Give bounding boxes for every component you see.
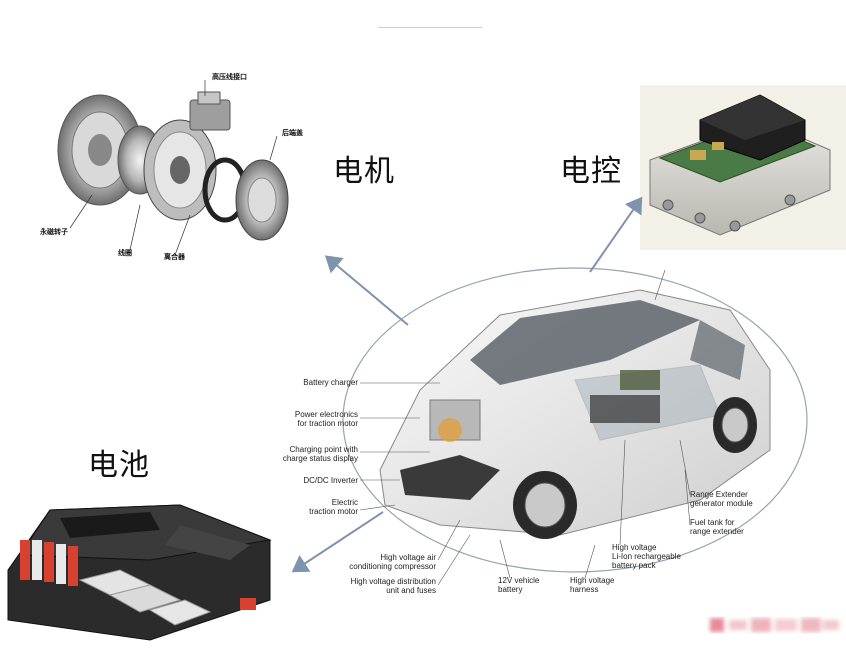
blurred-watermark [710,618,839,632]
callout-fuel-tank: Fuel tank for range extender [690,518,744,536]
callout-hv-distribution: High voltage distribution unit and fuses [350,577,436,595]
motor-part-hv-connector: 高压线接口 [212,73,247,81]
motor-exploded-image [57,80,289,256]
callout-12v-battery: 12V vehicle battery [498,576,540,594]
arrow-to-controller [589,196,643,273]
arrow-to-motor [324,255,409,326]
callout-range-extender: Range Extender generator module [690,490,753,508]
callout-battery-pack: High voltage Li-Ion rechargeable battery… [612,543,681,570]
controller-box-image [640,85,846,250]
callout-ac-compressor: High voltage air conditioning compressor [349,553,436,571]
top-divider [378,27,482,28]
callout-hv-harness: High voltage harness [570,576,615,594]
label-battery: 电池 [88,448,150,483]
callout-charging-point: Charging point with charge status displa… [282,445,358,463]
battery-cells [20,540,212,626]
motor-part-rotor: 永磁转子 [40,228,68,236]
motor-part-rear-cover: 后端盖 [282,129,303,137]
callout-power-electronics: Power electronics for traction motor [294,410,358,428]
motor-part-clutch: 离合器 [164,253,185,261]
callout-dcdc-inverter: DC/DC Inverter [303,476,358,485]
callout-leader-lines [359,269,691,586]
arrow-to-battery [291,511,384,573]
callout-traction-motor: Electric traction motor [309,498,358,516]
label-motor: 电机 [333,154,395,189]
motor-part-coil: 线圈 [118,249,132,257]
car-cutaway-image [342,267,808,573]
label-controller: 电控 [560,154,622,189]
callout-battery-charger: Battery charger [303,378,358,387]
connector-arrows [291,196,643,573]
battery-pack-image [7,504,272,641]
